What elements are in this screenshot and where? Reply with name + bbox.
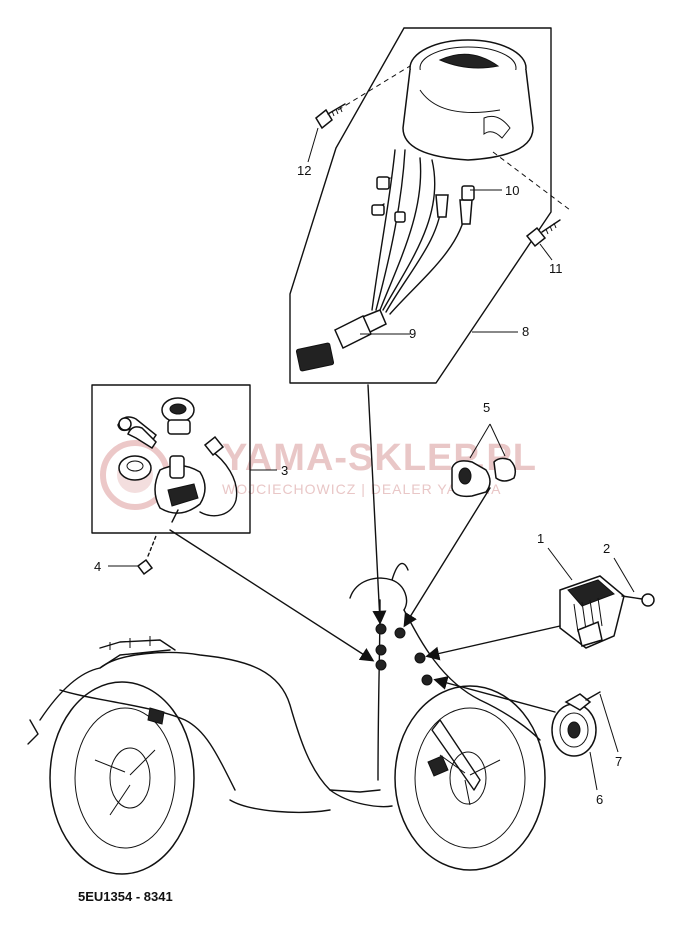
main-switch-group bbox=[91, 384, 277, 534]
assembly-arrows bbox=[169, 384, 561, 713]
screw-4 bbox=[108, 535, 157, 576]
callout-2: 2 bbox=[603, 541, 610, 556]
watermark-subtitle: WOJCIECHOWICZ | DEALER YAMAHA bbox=[222, 481, 501, 497]
callout-5: 5 bbox=[483, 400, 490, 415]
horn-6 bbox=[551, 691, 619, 791]
mounting-points bbox=[375, 623, 433, 686]
callout-9: 9 bbox=[409, 326, 416, 341]
callout-8: 8 bbox=[522, 324, 529, 339]
screw-11 bbox=[525, 219, 561, 261]
screw-12 bbox=[307, 103, 346, 163]
callout-11: 11 bbox=[549, 261, 563, 276]
callout-6: 6 bbox=[596, 792, 603, 807]
regulator-1 bbox=[547, 547, 655, 649]
callout-10: 10 bbox=[505, 183, 519, 198]
callout-12: 12 bbox=[297, 163, 311, 178]
speedometer-housing bbox=[402, 39, 534, 161]
callout-3: 3 bbox=[281, 463, 288, 478]
scooter-outline bbox=[27, 562, 546, 875]
callout-labels: 1 2 3 4 5 6 7 8 9 10 11 12 bbox=[94, 163, 622, 807]
watermark-title: YAMA-SKLEP.PL bbox=[222, 437, 537, 479]
switch-5 bbox=[451, 423, 517, 498]
wire-harness bbox=[295, 149, 475, 372]
callout-4: 4 bbox=[94, 559, 101, 574]
drawing-code: 5EU1354 - 8341 bbox=[78, 889, 173, 904]
key-icon bbox=[117, 416, 158, 450]
callout-7: 7 bbox=[615, 754, 622, 769]
meter-assembly-group bbox=[289, 27, 571, 384]
callout-1: 1 bbox=[537, 531, 544, 546]
